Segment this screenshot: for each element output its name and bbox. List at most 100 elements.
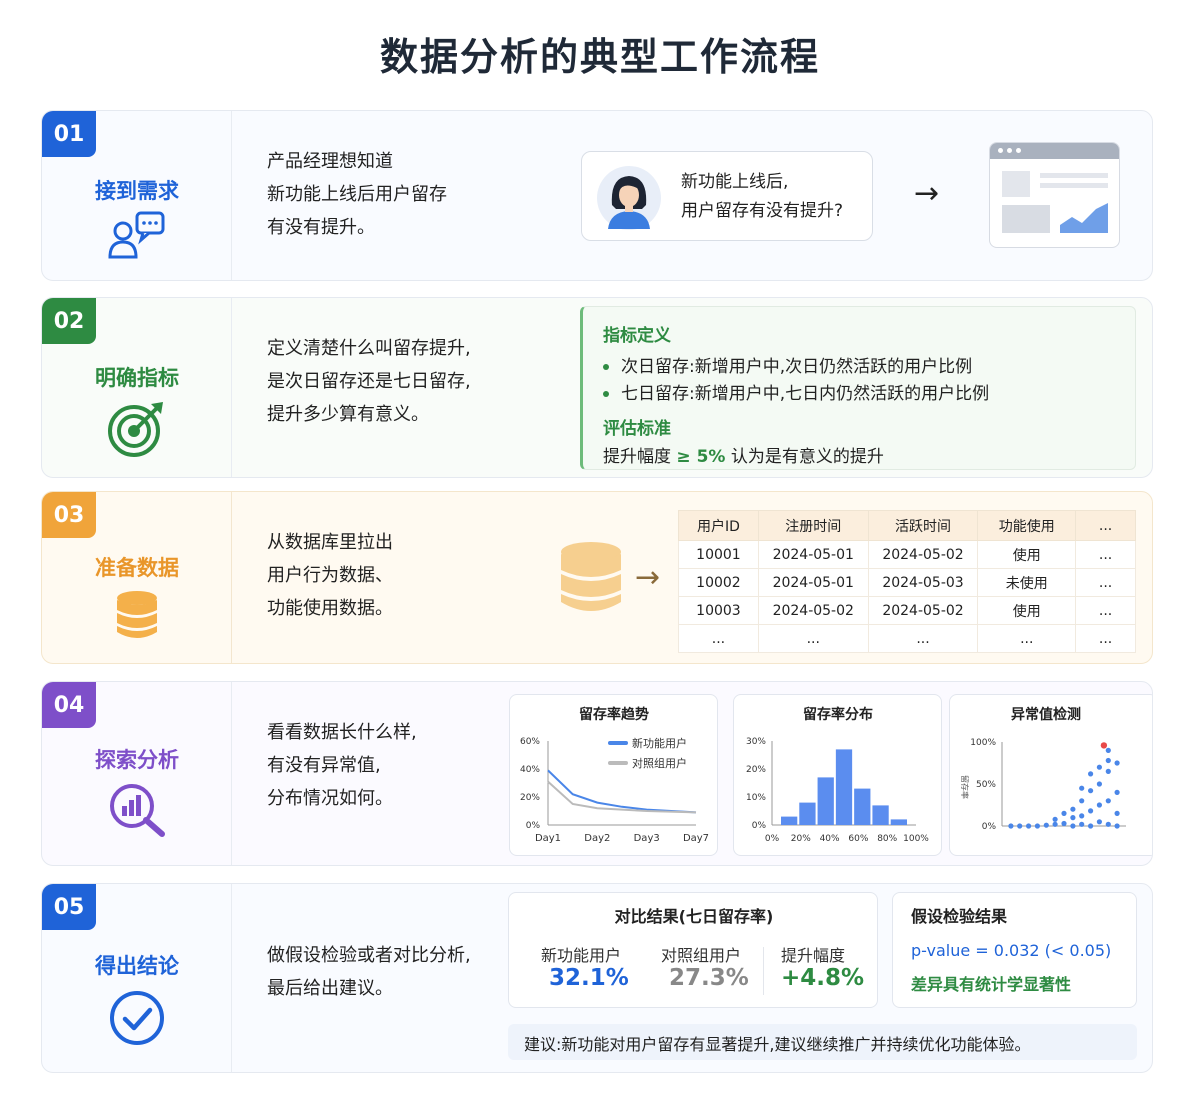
metric-item: 七日留存:新增用户中,七日内仍然活跃的用户比例 bbox=[603, 379, 989, 404]
scatter-point bbox=[1026, 823, 1032, 829]
column-header: 用户ID bbox=[678, 510, 759, 541]
scatter-point bbox=[1070, 806, 1076, 812]
step-number-badge: 02 bbox=[42, 298, 96, 344]
y-tick-label: 0% bbox=[982, 822, 997, 832]
pm-question-card: 新功能上线后, 用户留存有没有提升? bbox=[581, 151, 873, 241]
histogram-bar bbox=[890, 819, 907, 825]
step-title: 探索分析 bbox=[95, 748, 179, 772]
database-icon bbox=[42, 590, 232, 640]
page-title: 数据分析的典型工作流程 bbox=[379, 35, 820, 79]
histogram-bar bbox=[835, 749, 853, 825]
y-tick-label: 0% bbox=[526, 821, 541, 831]
comparison-value: 27.3% bbox=[669, 965, 749, 991]
step-title: 明确指标 bbox=[95, 366, 179, 390]
histogram-bar bbox=[817, 777, 834, 825]
outlier-point bbox=[1100, 742, 1108, 749]
y-tick-label: 100% bbox=[970, 738, 996, 748]
scatter-point bbox=[1052, 816, 1058, 822]
step-description: 做假设检验或者对比分析, 最后给出建议。 bbox=[267, 945, 471, 999]
magnifier-chart-icon bbox=[42, 782, 232, 838]
comparison-value: 32.1% bbox=[549, 965, 629, 991]
scatter-point bbox=[1070, 815, 1076, 821]
step-3-section: 03 准备数据 从数据库里拉出 用户行为数据、 功能使用数据。 → 用户ID 注… bbox=[41, 491, 1153, 664]
chart-title: 留存率趋势 bbox=[579, 706, 649, 723]
chart-title: 异常值检测 bbox=[1011, 706, 1081, 723]
x-tick-label: 60% bbox=[848, 834, 868, 844]
x-tick-label: 100% bbox=[903, 834, 929, 844]
scatter-point bbox=[1096, 781, 1102, 787]
scatter-point bbox=[1105, 798, 1111, 804]
y-axis-label: 留存率 bbox=[960, 775, 970, 799]
table-header-row: 用户ID 注册时间 活跃时间 功能使用 ... bbox=[678, 510, 1136, 541]
step-2-section: 02 明确指标 定义清楚什么叫留存提升, 是次日留存还是七日留存, 提升多少算有… bbox=[41, 297, 1153, 478]
chart-title: 留存率分布 bbox=[803, 706, 873, 723]
histogram-bar bbox=[781, 816, 798, 825]
column-header: 活跃时间 bbox=[867, 510, 979, 541]
step-title: 准备数据 bbox=[95, 556, 179, 580]
column-header: 功能使用 bbox=[977, 510, 1077, 541]
scatter-point bbox=[1114, 789, 1120, 795]
x-tick-label: 80% bbox=[877, 834, 897, 844]
scatter-point bbox=[1114, 760, 1120, 766]
avatar bbox=[597, 166, 661, 230]
p-value-text: p-value = 0.032 (< 0.05) bbox=[911, 941, 1112, 960]
histogram-bar bbox=[854, 788, 871, 825]
comparison-result-panel: 对比结果(七日留存率) 新功能用户 32.1% 对照组用户 27.3% 提升幅度… bbox=[508, 892, 878, 1008]
y-tick-label: 20% bbox=[746, 765, 766, 775]
step-1-header: 01 接到需求 bbox=[42, 111, 232, 280]
x-tick-label: 0% bbox=[765, 834, 780, 844]
comparison-label: 新功能用户 bbox=[541, 946, 622, 965]
step-description: 产品经理想知道 新功能上线后用户留存 有没有提升。 bbox=[267, 151, 447, 238]
scatter-point bbox=[1052, 821, 1058, 827]
scatter-point bbox=[1105, 768, 1111, 774]
comparison-label: 提升幅度 bbox=[781, 946, 846, 965]
hypothesis-test-panel: 假设检验结果 p-value = 0.032 (< 0.05) 差异具有统计学显… bbox=[892, 892, 1137, 1008]
hypothesis-title: 假设检验结果 bbox=[911, 907, 1008, 926]
metric-item: 次日留存:新增用户中,次日仍然活跃的用户比例 bbox=[603, 352, 972, 377]
histogram-bar bbox=[872, 805, 889, 825]
scatter-point bbox=[1017, 823, 1023, 829]
step-number-badge: 01 bbox=[42, 111, 96, 157]
arrow-icon: → bbox=[914, 176, 940, 211]
bullet-icon bbox=[603, 391, 609, 397]
scatter-point bbox=[1079, 785, 1085, 791]
scatter-point bbox=[1088, 788, 1094, 794]
scatter-point bbox=[1070, 823, 1076, 829]
step-description: 看看数据长什么样, 有没有异常值, 分布情况如何。 bbox=[267, 722, 417, 809]
x-tick-label: Day7 bbox=[683, 833, 709, 844]
dashboard-window-icon bbox=[989, 142, 1120, 248]
step-3-header: 03 准备数据 bbox=[42, 492, 232, 663]
scatter-point bbox=[1088, 808, 1094, 814]
target-icon bbox=[42, 400, 232, 458]
comparison-label: 对照组用户 bbox=[661, 946, 742, 965]
scatter-point bbox=[1079, 813, 1085, 819]
scatter-point bbox=[1114, 810, 1120, 816]
user-chat-icon bbox=[42, 211, 232, 261]
step-number-badge: 03 bbox=[42, 492, 96, 538]
step-4-header: 04 探索分析 bbox=[42, 682, 232, 865]
database-icon bbox=[561, 542, 621, 611]
scatter-point bbox=[1096, 764, 1102, 770]
metric-definition-heading: 指标定义 bbox=[603, 326, 671, 346]
table-row: ............... bbox=[678, 624, 1136, 653]
column-header: ... bbox=[1075, 510, 1136, 541]
step-description: 定义清楚什么叫留存提升, 是次日留存还是七日留存, 提升多少算有意义。 bbox=[267, 338, 471, 425]
step-1-section: 01 接到需求 产品经理想知道 新功能上线后用户留存 有没有提升。 新功能上线后 bbox=[41, 110, 1153, 281]
scatter-point bbox=[1061, 810, 1067, 816]
y-tick-label: 30% bbox=[746, 737, 766, 747]
column-header: 注册时间 bbox=[757, 510, 869, 541]
step-number-badge: 04 bbox=[42, 682, 96, 728]
scatter-point bbox=[1114, 823, 1120, 829]
step-2-header: 02 明确指标 bbox=[42, 298, 232, 477]
x-tick-label: 40% bbox=[820, 834, 840, 844]
